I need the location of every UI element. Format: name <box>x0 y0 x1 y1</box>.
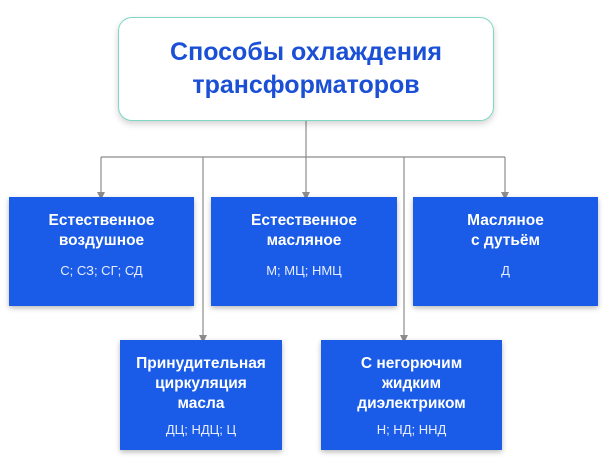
node-title: Естественное воздушное <box>48 212 155 249</box>
node-codes: М; МЦ; НМЦ <box>266 263 342 278</box>
node-forced-oil-circulation: Принудительная циркуляция масла ДЦ; НДЦ;… <box>120 340 282 450</box>
node-natural-oil: Естественное масляное М; МЦ; НМЦ <box>211 197 397 306</box>
node-title: Масляное с дутьём <box>467 212 544 249</box>
node-codes: Д <box>501 263 510 278</box>
node-nonflammable-dielectric: С негорючим жидким диэлектриком Н; НД; Н… <box>321 340 502 450</box>
node-title: Принудительная циркуляция масла <box>136 355 266 412</box>
node-codes: ДЦ; НДЦ; Ц <box>165 422 237 437</box>
node-codes: Н; НД; ННД <box>376 422 447 437</box>
diagram-title: Способы охлаждения трансформаторов <box>170 38 442 99</box>
node-natural-air: Естественное воздушное С; СЗ; СГ; СД <box>9 197 194 306</box>
root-title-box: Способы охлаждения трансформаторов <box>118 17 494 121</box>
node-oil-blast: Масляное с дутьём Д <box>413 197 598 306</box>
node-title: С негорючим жидким диэлектриком <box>357 355 466 412</box>
node-codes: С; СЗ; СГ; СД <box>60 263 143 278</box>
node-title: Естественное масляное <box>251 212 357 249</box>
